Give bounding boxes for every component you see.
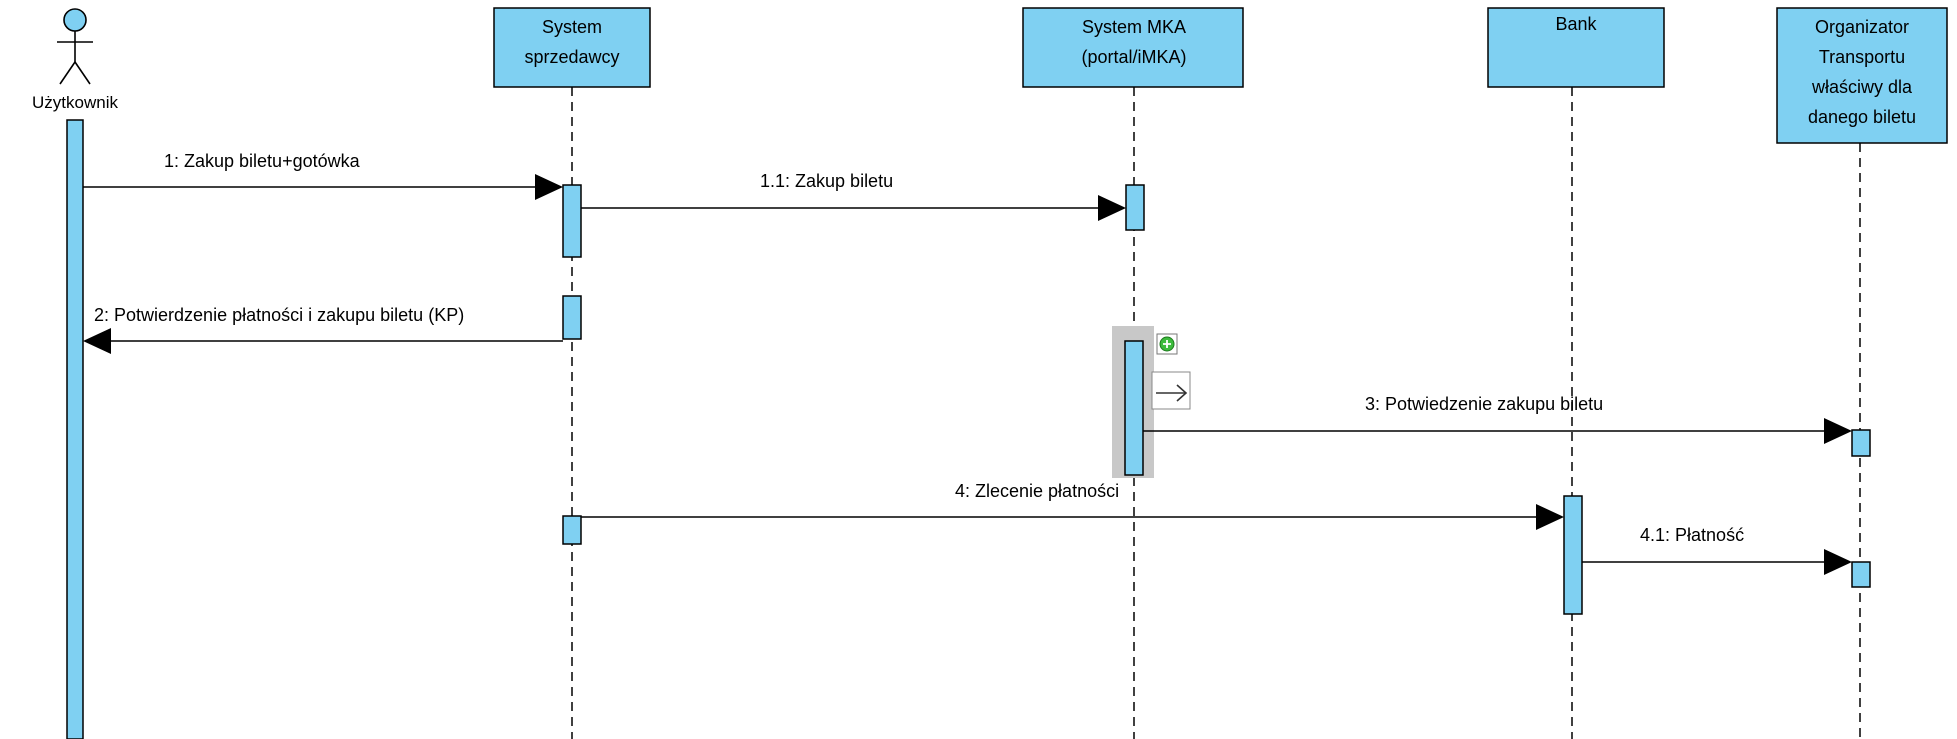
activation-bar-sprzedawcy[interactable] (562, 295, 582, 340)
participant-label-line: Transportu (1819, 47, 1905, 67)
participant-label-line: właściwy dla (1811, 77, 1913, 97)
activation-bar-sprzedawcy[interactable] (562, 184, 582, 258)
participant-label-line: System MKA (1082, 17, 1186, 37)
activation-bar-actor[interactable] (66, 119, 84, 739)
message-1-1[interactable]: 1.1: Zakup biletu (581, 171, 1126, 221)
message-shortcut-arrow-icon[interactable] (1151, 371, 1191, 410)
actor-label: Użytkownik (32, 93, 118, 112)
message-label: 1: Zakup biletu+gotówka (164, 151, 361, 171)
participant-organizator[interactable]: Organizator Transportu właściwy dla dane… (1776, 7, 1948, 144)
resize-handle-icon[interactable] (1156, 333, 1178, 355)
participant-system-mka[interactable]: System MKA (portal/iMKA) (1022, 7, 1244, 88)
participant-label-line: System (542, 17, 602, 37)
participant-label-line: sprzedawcy (524, 47, 619, 67)
activation-bar-sprzedawcy[interactable] (562, 515, 582, 545)
message-label: 3: Potwiedzenie zakupu biletu (1365, 394, 1603, 414)
message-2[interactable]: 2: Potwierdzenie płatności i zakupu bile… (83, 305, 563, 354)
message-label: 4.1: Płatność (1640, 525, 1744, 545)
participant-system-sprzedawcy[interactable]: System sprzedawcy (493, 7, 651, 88)
activation-bar-bank[interactable] (1563, 495, 1583, 615)
message-label: 2: Potwierdzenie płatności i zakupu bile… (94, 305, 464, 325)
actor-icon[interactable] (57, 8, 93, 85)
message-1[interactable]: 1: Zakup biletu+gotówka (83, 151, 563, 200)
participant-label-line: (portal/iMKA) (1081, 47, 1186, 67)
participant-label-line: Organizator (1815, 17, 1909, 37)
activation-bar-mka[interactable] (1124, 340, 1144, 476)
message-label: 1.1: Zakup biletu (760, 171, 893, 191)
activation-bar-organizator[interactable] (1851, 561, 1871, 588)
participant-bank[interactable]: Bank (1487, 7, 1665, 88)
participant-label-line: Bank (1555, 14, 1597, 34)
message-4[interactable]: 4: Zlecenie płatności (581, 481, 1564, 530)
participant-label-line: danego biletu (1808, 107, 1916, 127)
message-label: 4: Zlecenie płatności (955, 481, 1119, 501)
message-3[interactable]: 3: Potwiedzenie zakupu biletu (1143, 394, 1852, 444)
activation-bar-mka[interactable] (1125, 184, 1145, 231)
message-4-1[interactable]: 4.1: Płatność (1582, 525, 1852, 575)
activation-bar-organizator[interactable] (1851, 429, 1871, 457)
